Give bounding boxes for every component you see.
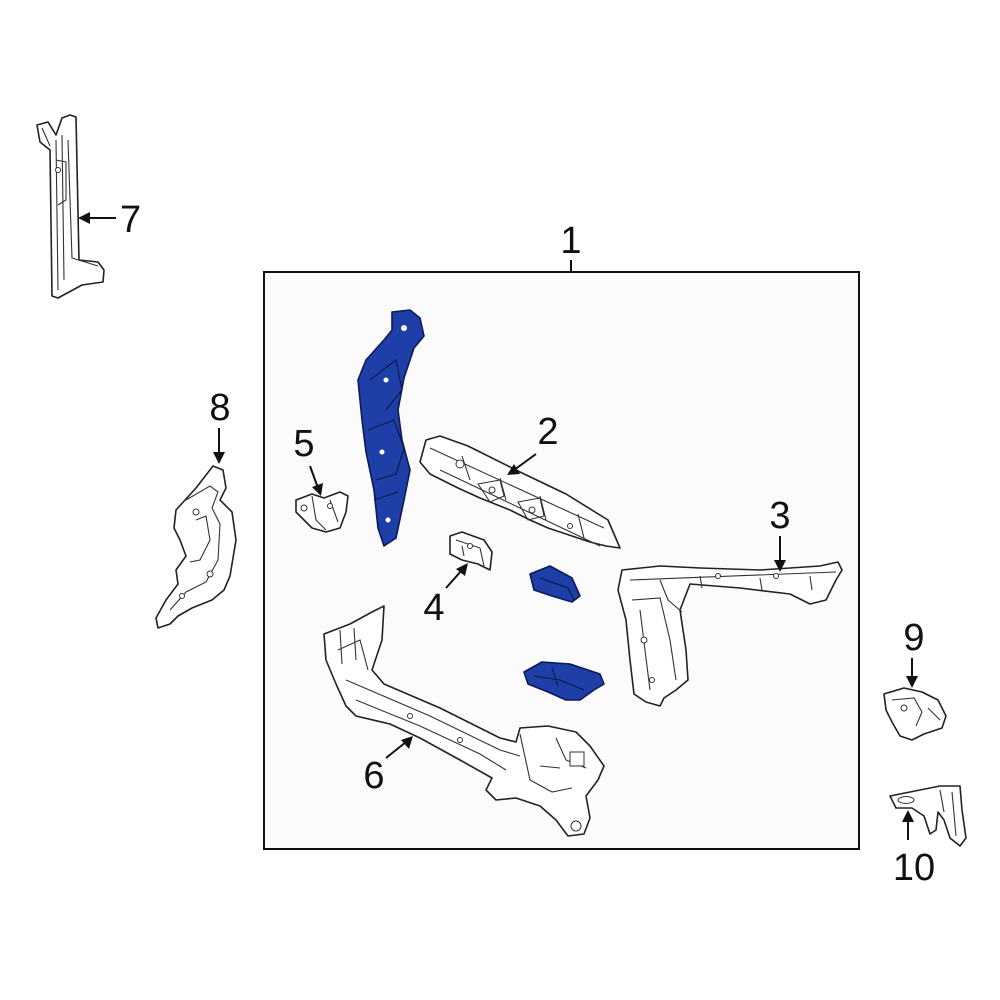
part-3-right-support[interactable] <box>617 561 843 707</box>
highlighted-vertical-support[interactable] <box>357 309 425 547</box>
part-4-bracket[interactable] <box>449 531 493 571</box>
callout-2-arrowhead <box>507 464 520 475</box>
callout-8[interactable]: 8 <box>209 387 230 429</box>
callout-7[interactable]: 7 <box>120 199 141 241</box>
callout-10-arrowhead <box>902 810 914 822</box>
callout-5-arrowhead <box>312 483 323 496</box>
callout-8-arrowhead <box>213 452 225 464</box>
callout-9[interactable]: 9 <box>903 617 924 659</box>
highlighted-bracket-lower[interactable] <box>523 661 605 701</box>
part-10-bracket[interactable] <box>889 785 967 847</box>
callout-6[interactable]: 6 <box>363 755 384 797</box>
part-7-pillar-bracket[interactable] <box>36 114 105 299</box>
callout-5-leader <box>309 465 319 489</box>
highlighted-bracket-upper[interactable] <box>529 565 581 603</box>
callout-3[interactable]: 3 <box>769 495 790 537</box>
callout-9-arrowhead <box>906 676 918 688</box>
callout-1[interactable]: 1 <box>560 220 581 262</box>
callout-4-arrowhead <box>456 563 468 576</box>
callout-2-leader <box>513 453 537 471</box>
callout-4-leader <box>445 569 463 589</box>
part-2-upper-crossmember[interactable] <box>419 435 621 549</box>
callout-6-arrowhead <box>401 736 413 749</box>
callout-3-arrowhead <box>774 560 786 572</box>
part-8-side-panel[interactable] <box>155 465 237 629</box>
part-9-clip[interactable] <box>883 687 947 741</box>
callout-2[interactable]: 2 <box>537 411 558 453</box>
callout-6-leader <box>385 741 407 759</box>
callout-10[interactable]: 10 <box>893 847 935 889</box>
callout-5[interactable]: 5 <box>293 423 314 465</box>
part-6-lower-crossmember[interactable] <box>323 605 605 837</box>
part-5-bracket[interactable] <box>295 491 349 533</box>
callout-7-arrowhead <box>78 212 90 224</box>
callout-4[interactable]: 4 <box>423 587 444 629</box>
